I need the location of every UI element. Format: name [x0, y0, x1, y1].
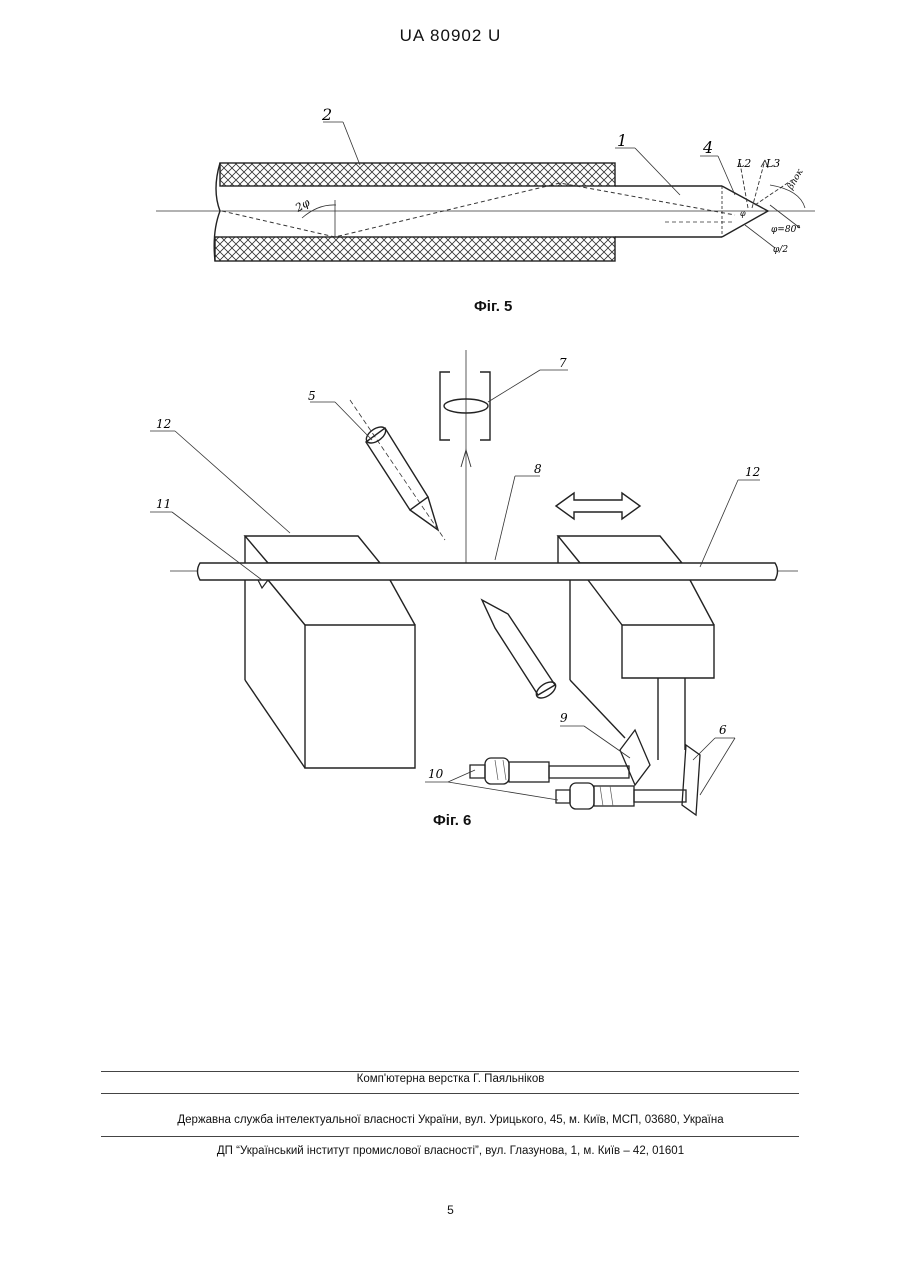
label-12-right: 12 [745, 465, 760, 479]
footer-rule-bottom [101, 1136, 799, 1137]
footer-institute: ДП “Український інститут промислової вла… [0, 1145, 901, 1157]
light-source-9 [482, 600, 558, 701]
page-number: 5 [0, 1203, 901, 1217]
motion-arrow [556, 493, 640, 519]
label-11: 11 [156, 497, 171, 511]
fiber-rod [198, 563, 778, 580]
figure-6-caption: Фіг. 6 [433, 812, 471, 829]
label-9: 9 [560, 711, 568, 725]
label-12-left: 12 [156, 417, 171, 431]
label-6: 6 [719, 723, 727, 737]
label-7: 7 [559, 356, 567, 370]
footer-rule-top [101, 1071, 799, 1072]
footer-rule-middle [101, 1093, 799, 1094]
detector-upper [470, 730, 650, 785]
detector-lower [556, 745, 700, 815]
light-source-5 [364, 424, 438, 530]
footer-agency: Державна служба інтелектуальної власност… [0, 1114, 901, 1126]
label-8: 8 [534, 462, 542, 476]
label-5: 5 [308, 389, 316, 403]
footer-credit: Комп'ютерна верстка Г. Паяльніков [0, 1073, 901, 1085]
label-10: 10 [428, 767, 444, 781]
figure-6-drawing: 7 5 8 12 [0, 0, 901, 860]
